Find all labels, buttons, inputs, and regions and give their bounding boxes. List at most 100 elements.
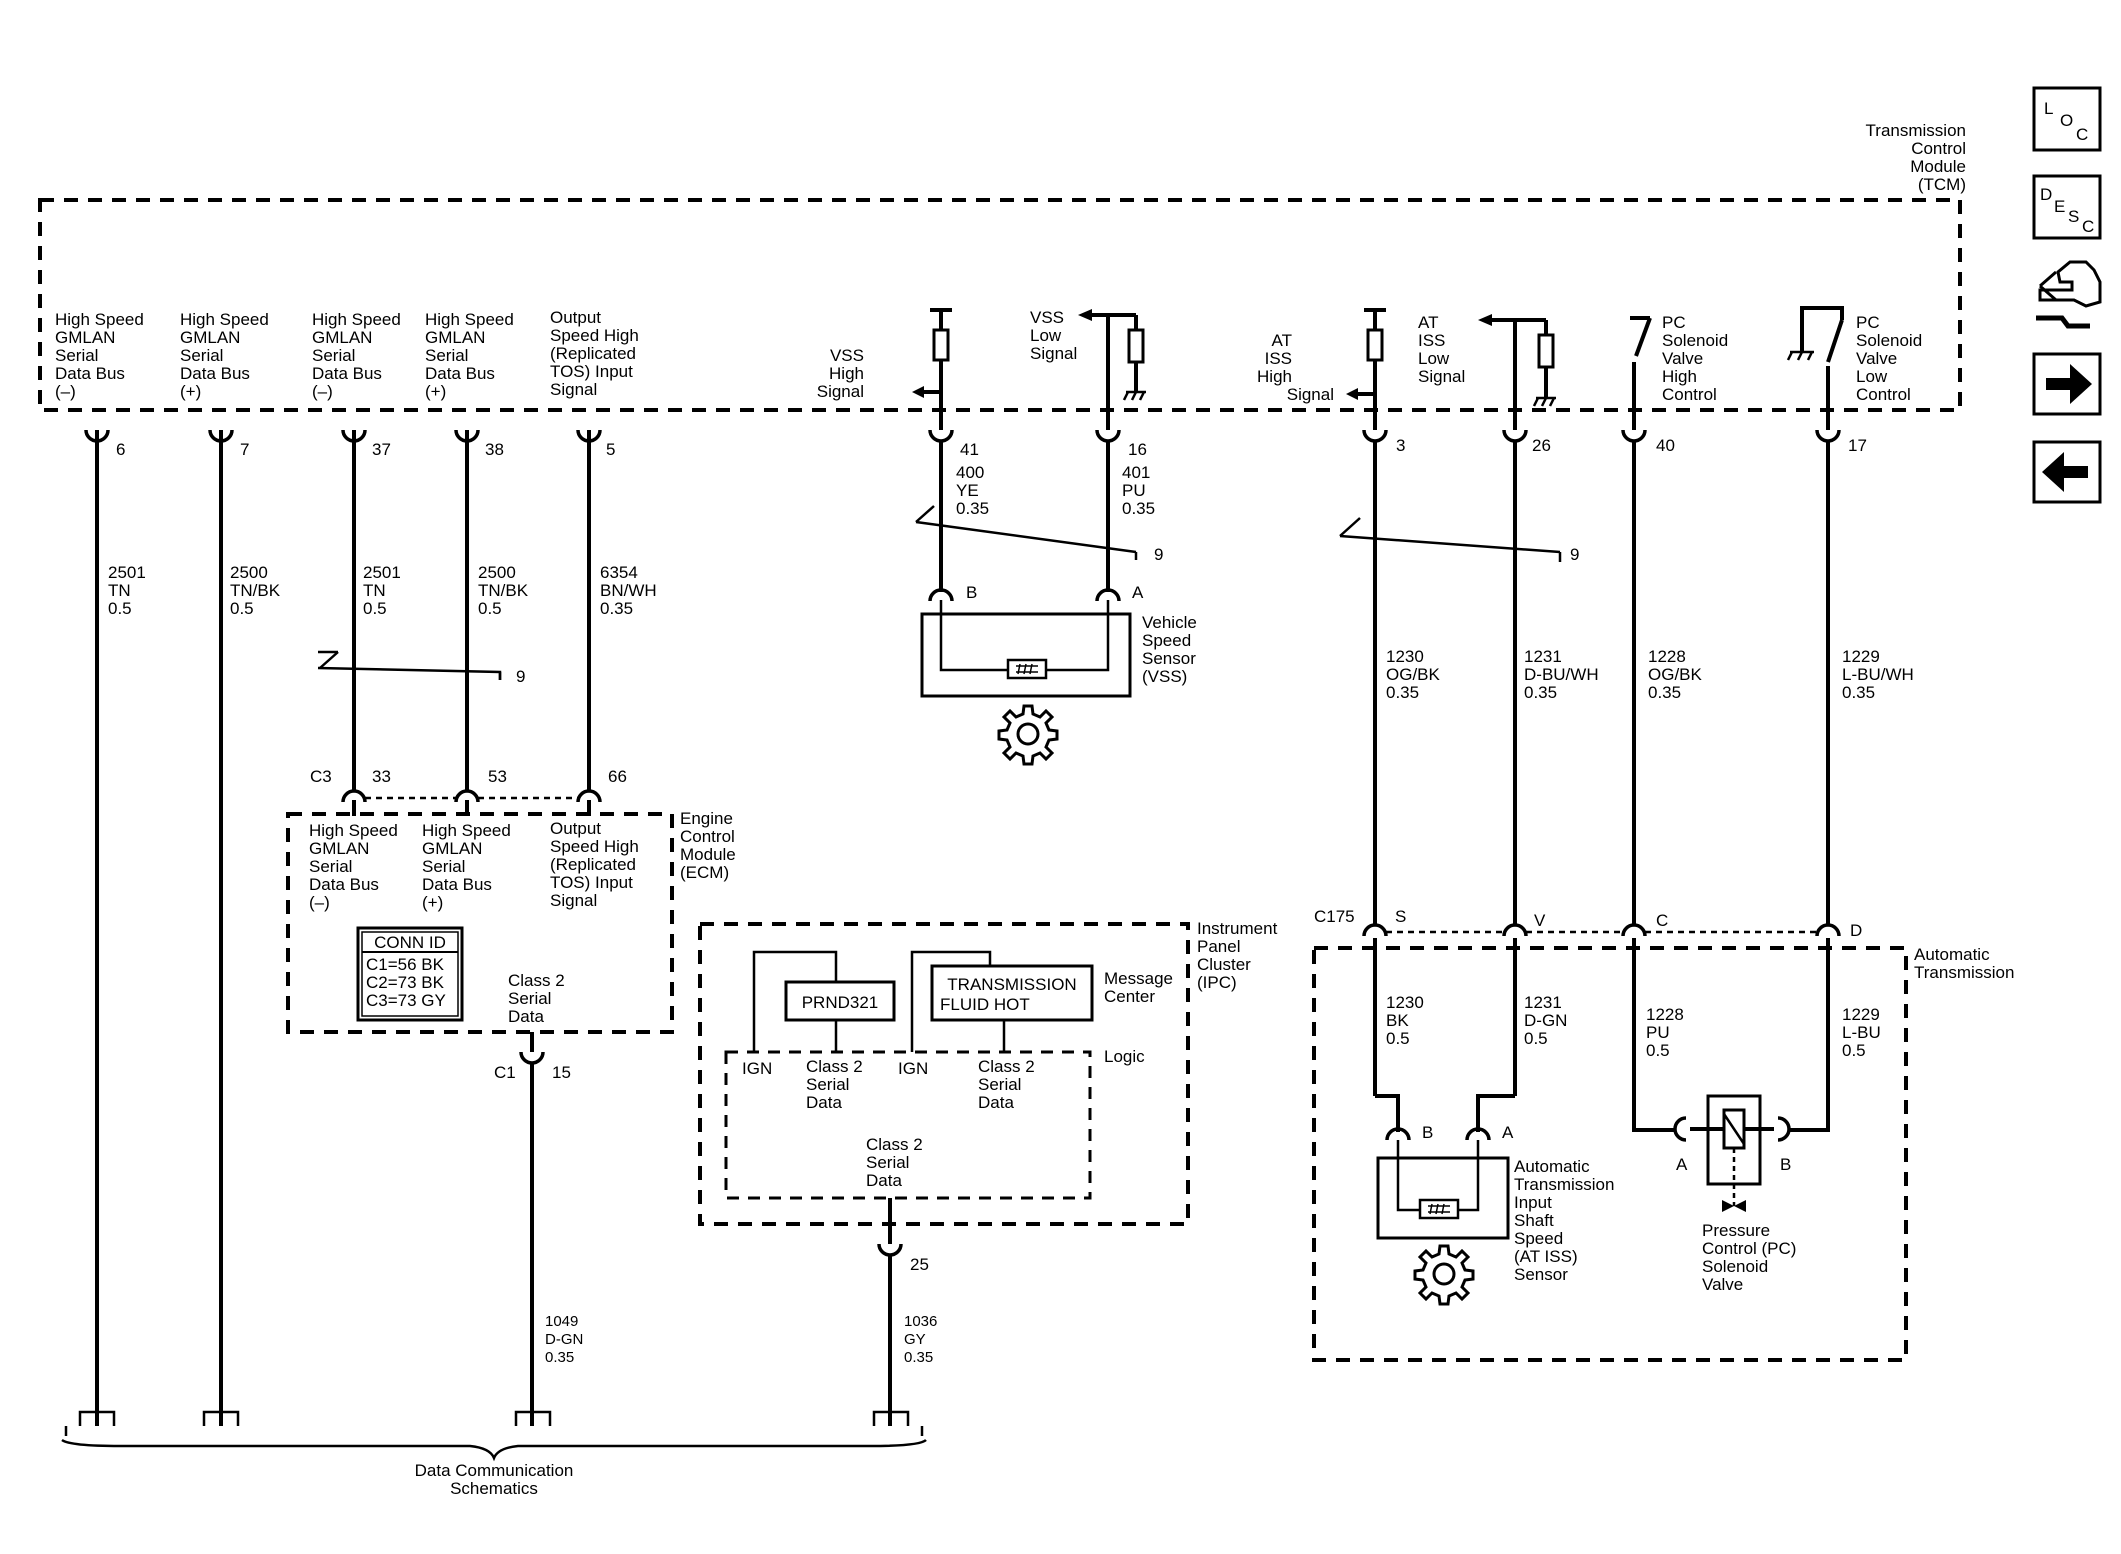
svg-text:40: 40	[1656, 436, 1675, 455]
svg-text:0.5: 0.5	[1842, 1041, 1866, 1060]
svg-text:Cluster: Cluster	[1197, 955, 1251, 974]
desc-button[interactable]: D E S C	[2032, 174, 2102, 240]
message-center-display: TRANSMISSION FLUID HOT Message Center	[910, 950, 1173, 1052]
svg-text:Valve: Valve	[1856, 349, 1897, 368]
svg-text:2500: 2500	[478, 563, 516, 582]
svg-text:Data Bus: Data Bus	[422, 875, 492, 894]
svg-text:(VSS): (VSS)	[1142, 667, 1187, 686]
svg-text:25: 25	[910, 1255, 929, 1274]
atiss-circuit-labels: 1230 OG/BK 0.35 1231 D-BU/WH 0.35	[1386, 647, 1599, 702]
svg-text:Solenoid: Solenoid	[1702, 1257, 1768, 1276]
svg-text:Signal: Signal	[1287, 385, 1334, 404]
svg-text:Serial: Serial	[180, 346, 223, 365]
ecm-box	[286, 812, 674, 1034]
svg-text:Output: Output	[550, 819, 601, 838]
svg-text:17: 17	[1848, 436, 1867, 455]
loc-button[interactable]: L O C	[2032, 86, 2102, 152]
svg-text:BN/WH: BN/WH	[600, 581, 657, 600]
svg-text:Data: Data	[978, 1093, 1014, 1112]
svg-text:Signal: Signal	[817, 382, 864, 401]
svg-text:Signal: Signal	[1418, 367, 1465, 386]
svg-text:High Speed: High Speed	[309, 821, 398, 840]
svg-text:Signal: Signal	[550, 891, 597, 910]
gmlan-wires	[84, 429, 602, 1426]
svg-text:6: 6	[116, 440, 125, 459]
svg-text:0.5: 0.5	[108, 599, 132, 618]
ipc-box	[698, 922, 1190, 1226]
svg-text:37: 37	[372, 440, 391, 459]
svg-text:Speed High: Speed High	[550, 326, 639, 345]
svg-text:Serial: Serial	[806, 1075, 849, 1094]
svg-text:0.35: 0.35	[956, 499, 989, 518]
svg-text:1230: 1230	[1386, 993, 1424, 1012]
svg-text:AT: AT	[1272, 331, 1292, 350]
svg-text:A: A	[1132, 583, 1144, 602]
svg-text:7: 7	[240, 440, 249, 459]
svg-text:Module: Module	[1910, 157, 1966, 176]
svg-text:Serial: Serial	[55, 346, 98, 365]
vss-circuit-labels: 400 YE 0.35 401 PU 0.35	[956, 463, 1155, 518]
svg-text:1228: 1228	[1646, 1005, 1684, 1024]
svg-text:Schematics: Schematics	[450, 1479, 538, 1498]
svg-text:0.35: 0.35	[904, 1349, 933, 1366]
svg-text:B: B	[1422, 1123, 1433, 1142]
data-comm-label: Data Communication Schematics	[415, 1461, 574, 1498]
atiss-twist: 9	[1339, 517, 1579, 564]
svg-text:PC: PC	[1662, 313, 1686, 332]
pc-high-circuit: PC Solenoid Valve High Control 40	[1621, 313, 1728, 926]
svg-text:41: 41	[960, 440, 979, 459]
connector-view-button[interactable]	[2036, 260, 2102, 329]
svg-text:0.5: 0.5	[478, 599, 502, 618]
svg-text:D-BU/WH: D-BU/WH	[1524, 665, 1599, 684]
svg-text:401: 401	[1122, 463, 1150, 482]
tcm-pin-label-38: High Speed GMLAN Serial Data Bus (+)	[425, 310, 514, 401]
svg-text:Serial: Serial	[309, 857, 352, 876]
prev-page-button[interactable]	[2032, 440, 2102, 504]
loc-letter-l: L	[2044, 99, 2053, 118]
desc-letter-s: S	[2068, 207, 2079, 226]
svg-text:YE: YE	[956, 481, 979, 500]
svg-text:GMLAN: GMLAN	[312, 328, 372, 347]
svg-text:IGN: IGN	[898, 1059, 928, 1078]
svg-text:2500: 2500	[230, 563, 268, 582]
next-page-button[interactable]	[2032, 352, 2102, 416]
svg-text:Serial: Serial	[978, 1075, 1021, 1094]
ipc-logic-box	[724, 1050, 1092, 1200]
svg-text:Automatic: Automatic	[1514, 1157, 1590, 1176]
svg-text:GY: GY	[904, 1331, 926, 1348]
svg-text:Data Bus: Data Bus	[309, 875, 379, 894]
svg-text:VSS: VSS	[1030, 308, 1064, 327]
svg-text:AT: AT	[1418, 313, 1438, 332]
ecm-title: Engine Control Module (ECM)	[680, 809, 736, 882]
gmlan-circuit-labels: 2501 TN 0.5 2500 TN/BK 0.5 2501 TN 0.5 2…	[108, 563, 657, 618]
svg-text:Low: Low	[1030, 326, 1062, 345]
svg-text:Transmission: Transmission	[1514, 1175, 1614, 1194]
svg-text:High Speed: High Speed	[55, 310, 144, 329]
ecm-pin-labels: High Speed GMLAN Serial Data Bus (–) Hig…	[309, 819, 639, 912]
svg-text:Signal: Signal	[550, 380, 597, 399]
svg-text:0.35: 0.35	[600, 599, 633, 618]
vss-sensor[interactable]: B A Vehicle Speed Sensor (VSS)	[920, 583, 1197, 766]
svg-text:Engine: Engine	[680, 809, 733, 828]
svg-text:C3=73 GY: C3=73 GY	[366, 991, 446, 1010]
pc-solenoid-valve[interactable]: A B Pressure Control (PC) Solenoid Valve	[1632, 938, 1830, 1294]
svg-text:0.5: 0.5	[1524, 1029, 1548, 1048]
svg-text:C175: C175	[1314, 907, 1355, 926]
svg-text:Pressure: Pressure	[1702, 1221, 1770, 1240]
at-iss-sensor[interactable]: B A Automatic Transmission Input Shaft S…	[1373, 938, 1614, 1306]
svg-text:High Speed: High Speed	[312, 310, 401, 329]
svg-text:1230: 1230	[1386, 647, 1424, 666]
svg-text:Input: Input	[1514, 1193, 1552, 1212]
conn-id-table: CONN ID C1=56 BK C2=73 BK C3=73 GY	[356, 926, 464, 1022]
gmlan-twist: 9	[317, 650, 525, 686]
svg-text:High Speed: High Speed	[425, 310, 514, 329]
svg-text:GMLAN: GMLAN	[309, 839, 369, 858]
svg-text:(ECM): (ECM)	[680, 863, 729, 882]
svg-text:CONN ID: CONN ID	[374, 933, 446, 952]
svg-text:Control (PC): Control (PC)	[1702, 1239, 1796, 1258]
desc-letter-c: C	[2082, 217, 2094, 236]
desc-letter-d: D	[2040, 185, 2052, 204]
ecm-class2-label: Class 2 Serial Data	[508, 971, 565, 1026]
connector-view-icon	[2038, 260, 2102, 308]
svg-text:0.35: 0.35	[1842, 683, 1875, 702]
